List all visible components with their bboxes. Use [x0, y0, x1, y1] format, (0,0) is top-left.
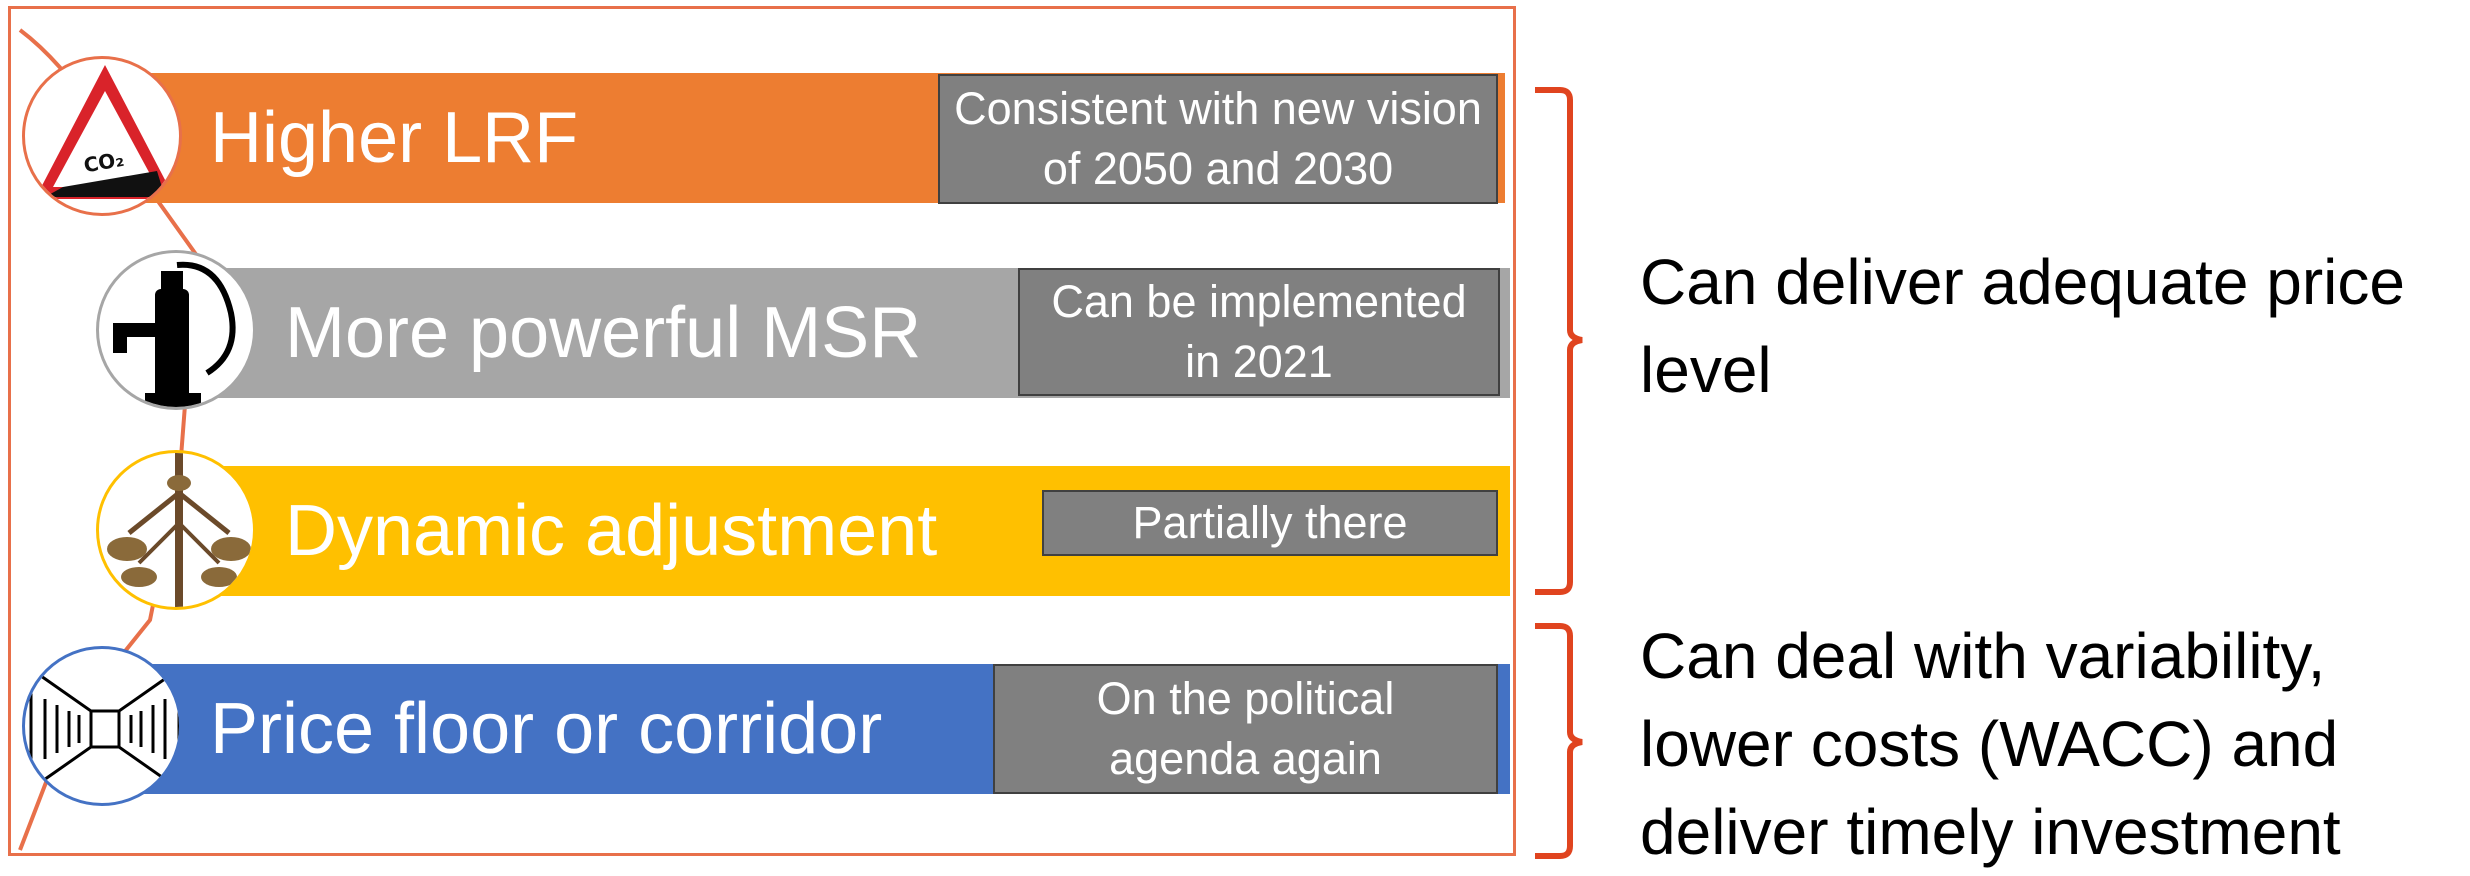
note-text: Partially there [1132, 497, 1408, 548]
right-label-price-level: Can deliver adequate price level [1640, 246, 2405, 406]
note-text: Consistent with new vision of 2050 and 2… [954, 83, 1482, 194]
water-pump-icon [96, 250, 256, 410]
note-box: Consistent with new vision of 2050 and 2… [938, 74, 1498, 204]
band-title: More powerful MSR [285, 293, 922, 373]
note-box: Can be implemented in 2021 [1018, 268, 1500, 396]
note-box: Partially there [1042, 490, 1498, 556]
brace-top [1535, 87, 1583, 595]
right-label-variability: Can deal with variability, lower costs (… [1640, 620, 2341, 868]
diagram-frame [8, 6, 1516, 856]
note-text: On the political agenda again [1096, 673, 1395, 784]
brace-bottom [1535, 623, 1583, 859]
co2-warning-sign-icon: CO₂ [22, 56, 182, 216]
band-title: Higher LRF [210, 98, 579, 178]
band-title: Price floor or corridor [210, 689, 883, 769]
note-text: Can be implemented in 2021 [1051, 276, 1467, 387]
note-box: On the political agenda again [993, 664, 1498, 794]
corridor-icon [22, 646, 182, 806]
balance-scale-icon [96, 450, 256, 610]
band-title: Dynamic adjustment [285, 491, 938, 571]
